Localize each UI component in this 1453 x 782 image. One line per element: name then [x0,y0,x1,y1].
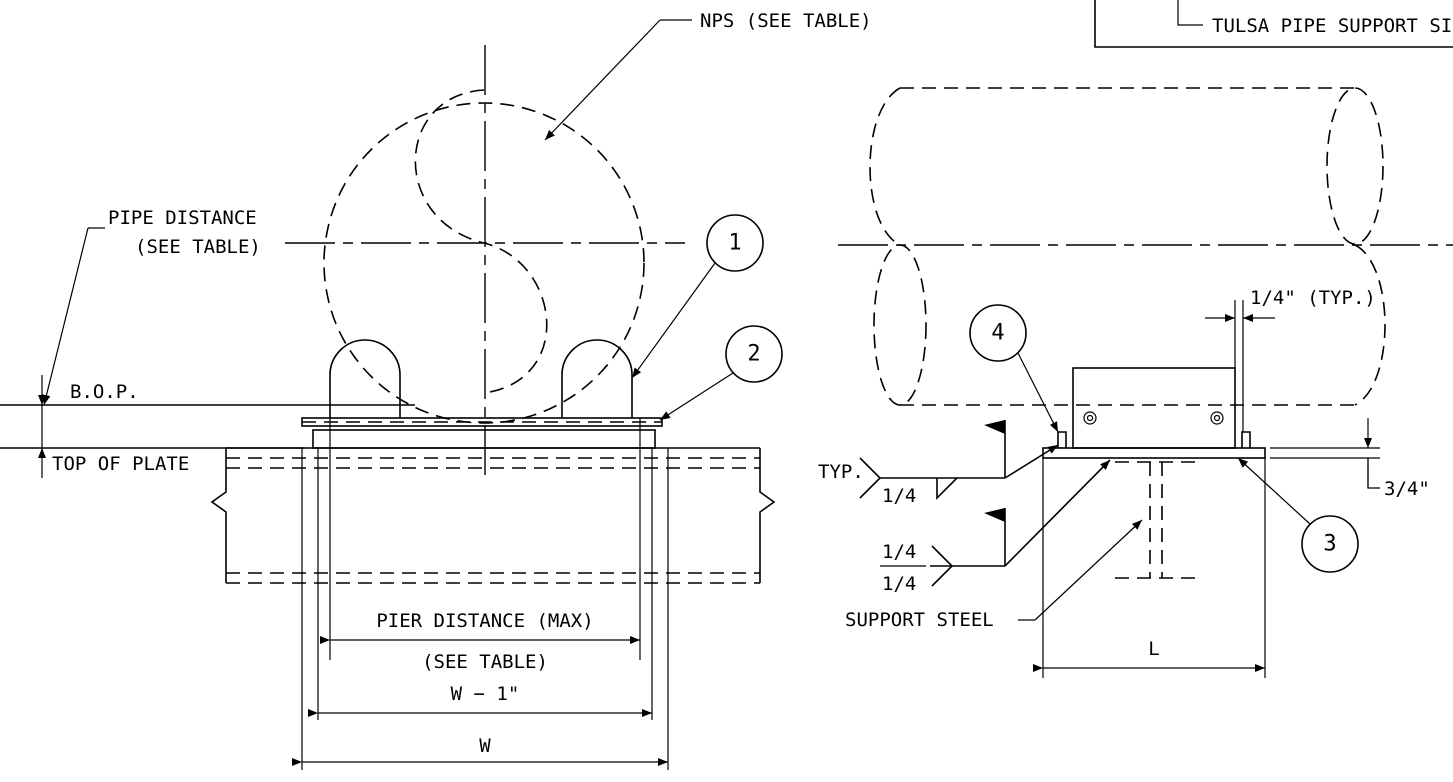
callout-3-number: 3 [1323,532,1336,557]
w-label: W [479,735,491,757]
weld-size-b-top: 1/4 [882,541,916,563]
nps-label: NPS (SEE TABLE) [700,10,872,32]
pipe-circle [323,102,645,424]
pier-right [561,339,633,418]
right-side-view: 1/4" (TYP.) 3/4" L TYP. 1/4 [818,87,1453,678]
pier-left [329,339,401,418]
side-base-plate [1042,447,1266,459]
pipe-break-symbol [414,89,548,394]
weld-symbol-typ: TYP. 1/4 [818,420,1059,507]
top-of-plate-label: TOP OF PLATE [52,453,189,475]
bop-label: B.O.P. [70,381,139,403]
weld-size-b-bottom: 1/4 [882,573,916,595]
weld-size-a: 1/4 [882,485,916,507]
tulsa-pipe-support-size-label: TULSA PIPE SUPPORT SIZE [1212,15,1453,37]
side-support-steel [1115,461,1195,579]
callout-2-number: 2 [747,342,760,367]
weld-typ-label: TYP. [818,461,864,483]
pipe-distance-see-table: (SEE TABLE) [135,236,261,258]
w-minus-1-label: W − 1" [451,683,520,705]
pipe-distance-label: PIPE DISTANCE [108,207,257,229]
title-block: TULSA PIPE SUPPORT SIZE [1094,0,1453,48]
l-dimension-label: L [1148,638,1159,660]
callout-4 [969,304,1027,362]
callout-3 [1301,515,1359,573]
three-quarter-inch-label: 3/4" [1384,478,1430,500]
quarter-inch-typ-label: 1/4" (TYP.) [1250,287,1376,309]
callout-2 [725,325,783,383]
pier-distance-label: PIER DISTANCE (MAX) [376,610,593,632]
weld-symbol-both-sides: 1/4 1/4 [880,459,1111,595]
callout-1-number: 1 [728,231,741,256]
callout-4-number: 4 [991,321,1004,346]
left-support-beam [210,447,776,584]
support-steel-label: SUPPORT STEEL [845,609,994,631]
support-shoe [1072,367,1236,449]
pier-distance-see-table: (SEE TABLE) [422,651,548,673]
callout-1 [706,214,764,272]
left-end-view: NPS (SEE TABLE) PIPE DISTANCE (SEE TABLE… [0,10,872,770]
base-plate [312,429,656,449]
